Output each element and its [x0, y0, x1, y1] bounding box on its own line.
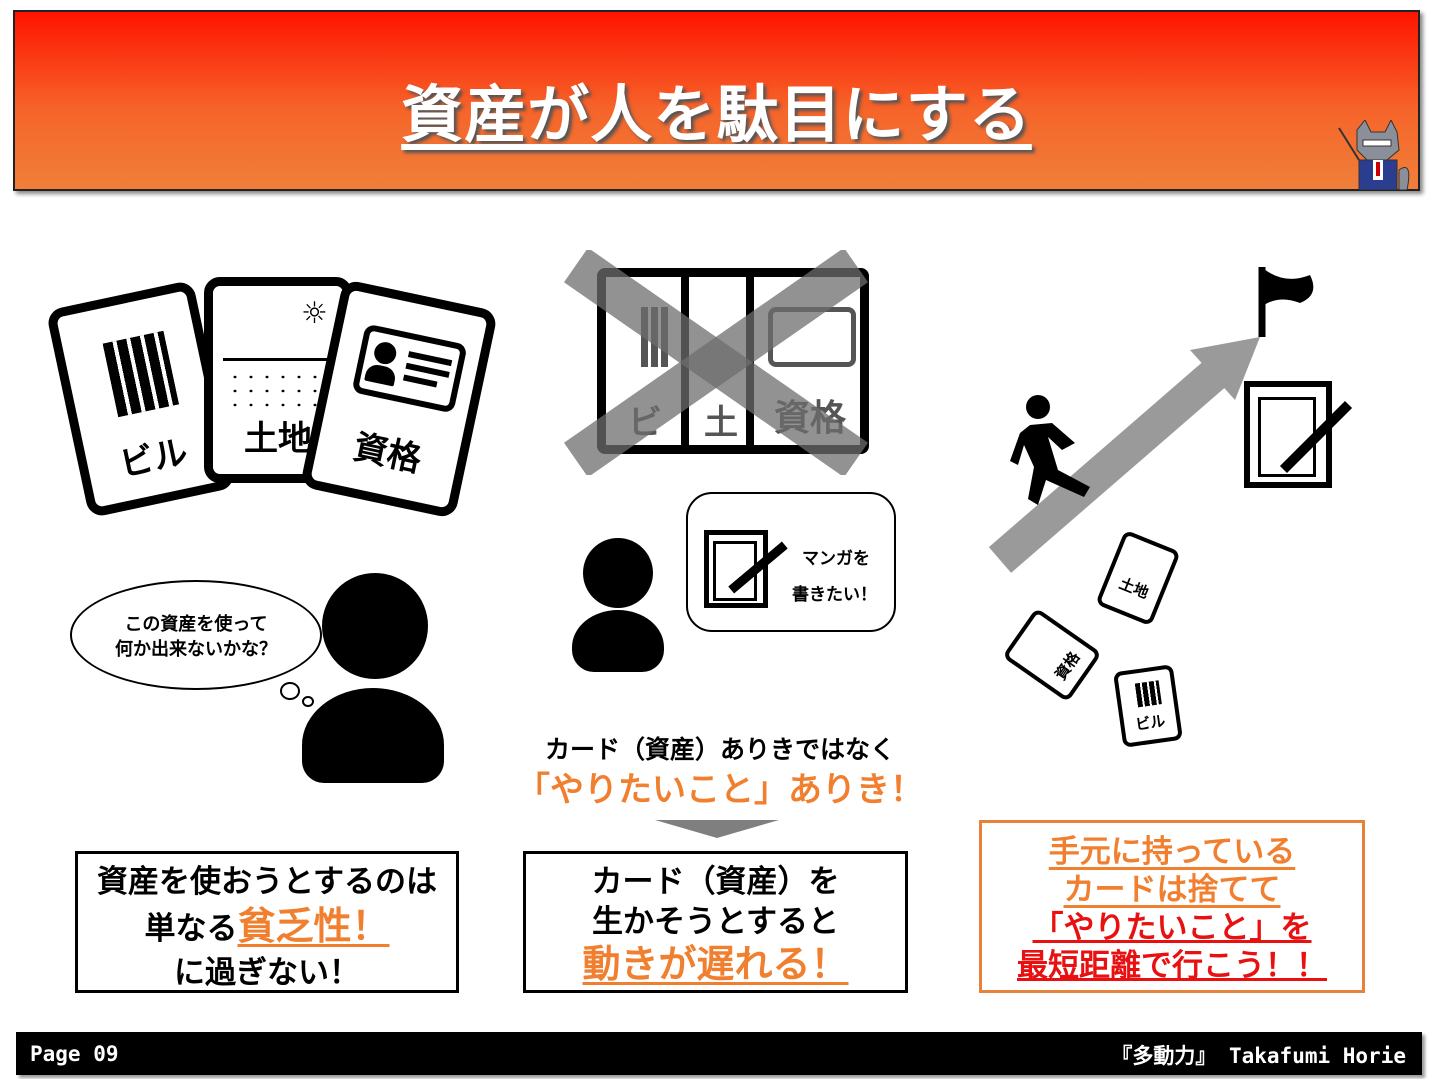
box-line: 単なる貧乏性！: [78, 904, 456, 951]
conclusion-box-2: カード（資産）を 生かそうとすると 動きが遅れる！: [523, 851, 908, 993]
box-line: 手元に持っている: [1048, 834, 1296, 870]
id-card-icon: [351, 323, 468, 414]
speech-line: 書きたい！: [792, 585, 877, 605]
title-banner: 資産が人を駄目にする: [13, 10, 1420, 191]
highlight-text: 貧乏性！: [237, 904, 390, 948]
sun-icon: ☼: [301, 296, 328, 331]
manga-goal-icon: [1244, 381, 1353, 488]
thought-dot: [302, 696, 314, 707]
card-label: 土地: [1116, 574, 1152, 603]
building-icon: [102, 330, 179, 418]
box-line: 最短距離で行こう！！: [1017, 948, 1327, 984]
progress-arrow-icon: [980, 255, 1340, 585]
thought-dot: [280, 682, 300, 700]
card-label: ビル: [1134, 711, 1167, 734]
box-line: 生かそうとすると: [591, 904, 840, 940]
footer-bar: Page 09 『多動力』 Takafumi Horie: [16, 1032, 1422, 1075]
card-label: ビル: [116, 432, 192, 486]
soil-dots: [227, 370, 329, 412]
box-text: 単なる: [144, 911, 238, 947]
caption-not-cards: カード（資産）ありきではなく: [544, 735, 895, 764]
source-credit: 『多動力』 Takafumi Horie: [1111, 1044, 1406, 1068]
small-card-building: ビル: [1113, 664, 1183, 748]
card-label: 資格: [1051, 648, 1084, 684]
down-arrow-icon: [655, 820, 779, 838]
box-line: 「やりたいこと」を: [1032, 910, 1312, 946]
card-label: 土: [704, 403, 738, 443]
small-card-license: 資格: [1002, 607, 1102, 703]
conclusion-box-1: 資産を使おうとするのは 単なる貧乏性！ に過ぎない！: [75, 851, 459, 993]
box-line: に過ぎない！: [174, 955, 360, 991]
box-line: カードは捨てて: [1063, 872, 1281, 908]
box-line: 資産を使おうとするのは: [96, 864, 438, 900]
speech-bubble: マンガを 書きたい！: [686, 492, 896, 632]
caption-want-to-do: 「やりたいこと」ありき！: [516, 770, 924, 810]
thought-line: 何か出来ないかな？: [115, 639, 277, 660]
thought-bubble: この資産を使って 何か出来ないかな？: [70, 580, 322, 690]
page-number: Page 09: [30, 1042, 119, 1066]
card-land: ☼ 土地: [204, 277, 352, 483]
speech-line: マンガを: [802, 549, 870, 569]
card-label: 資格: [349, 427, 425, 481]
page-title: 資産が人を駄目にする: [401, 78, 1032, 151]
thought-line: この資産を使って: [124, 614, 268, 635]
cross-mark-icon: [556, 247, 876, 478]
highlight-text: 動きが遅れる！: [582, 942, 849, 986]
horizon-line: [223, 358, 333, 361]
card-label: 土地: [244, 419, 312, 459]
manga-pen-icon: [704, 530, 788, 608]
box-line: カード（資産）を: [591, 864, 840, 900]
wolf-mascot-icon: [1337, 118, 1415, 191]
conclusion-box-3: 手元に持っている カードは捨てて 「やりたいこと」を 最短距離で行こう！！: [979, 820, 1365, 993]
